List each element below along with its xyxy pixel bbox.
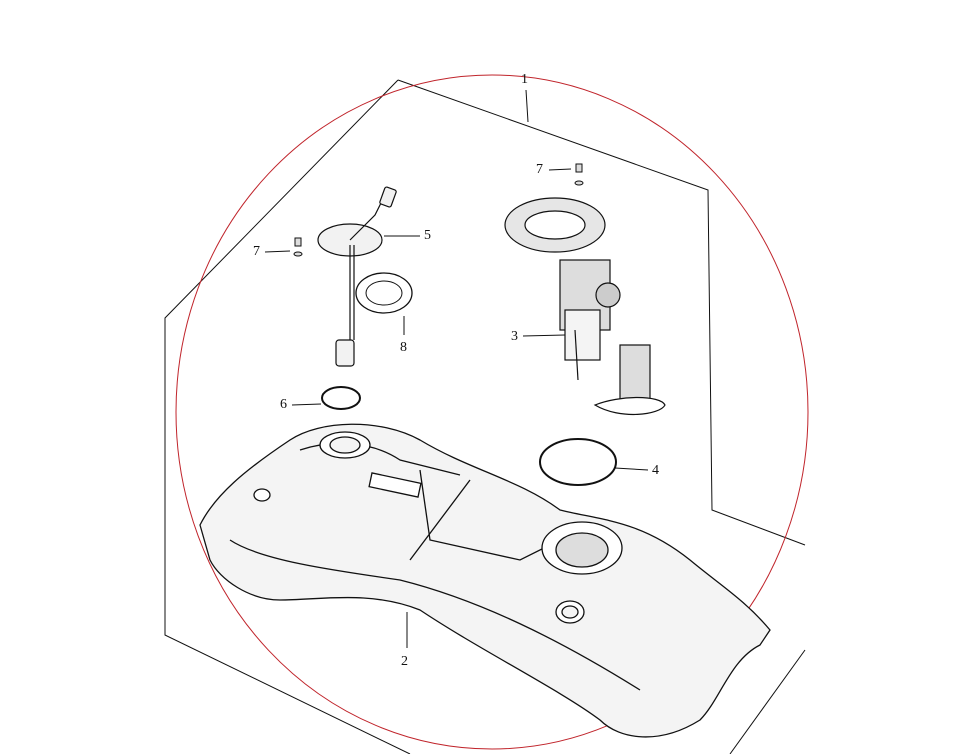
callout-7: 7 <box>253 244 260 259</box>
assembly-boundary-line <box>729 649 806 754</box>
fuel-level-sender <box>317 186 397 367</box>
screw <box>293 163 584 257</box>
fuel-tank <box>199 423 771 738</box>
callout-2: 2 <box>401 654 408 669</box>
sender-gasket <box>355 272 413 314</box>
assembly-boundary-line <box>397 79 806 546</box>
callout-4: 4 <box>652 463 659 478</box>
callout-3: 3 <box>511 329 518 344</box>
fuel-pump-module <box>504 197 666 416</box>
callout-5: 5 <box>424 228 431 243</box>
callout-1: 1 <box>521 72 528 87</box>
callout-7: 7 <box>536 162 543 177</box>
callout-6: 6 <box>280 397 287 412</box>
assembly-boundary-line <box>164 79 411 754</box>
sender-o-ring <box>321 386 361 410</box>
callout-8: 8 <box>400 340 407 355</box>
leader-lines <box>264 89 649 648</box>
pump-seal-ring <box>539 438 617 486</box>
highlight-circle <box>175 74 809 750</box>
